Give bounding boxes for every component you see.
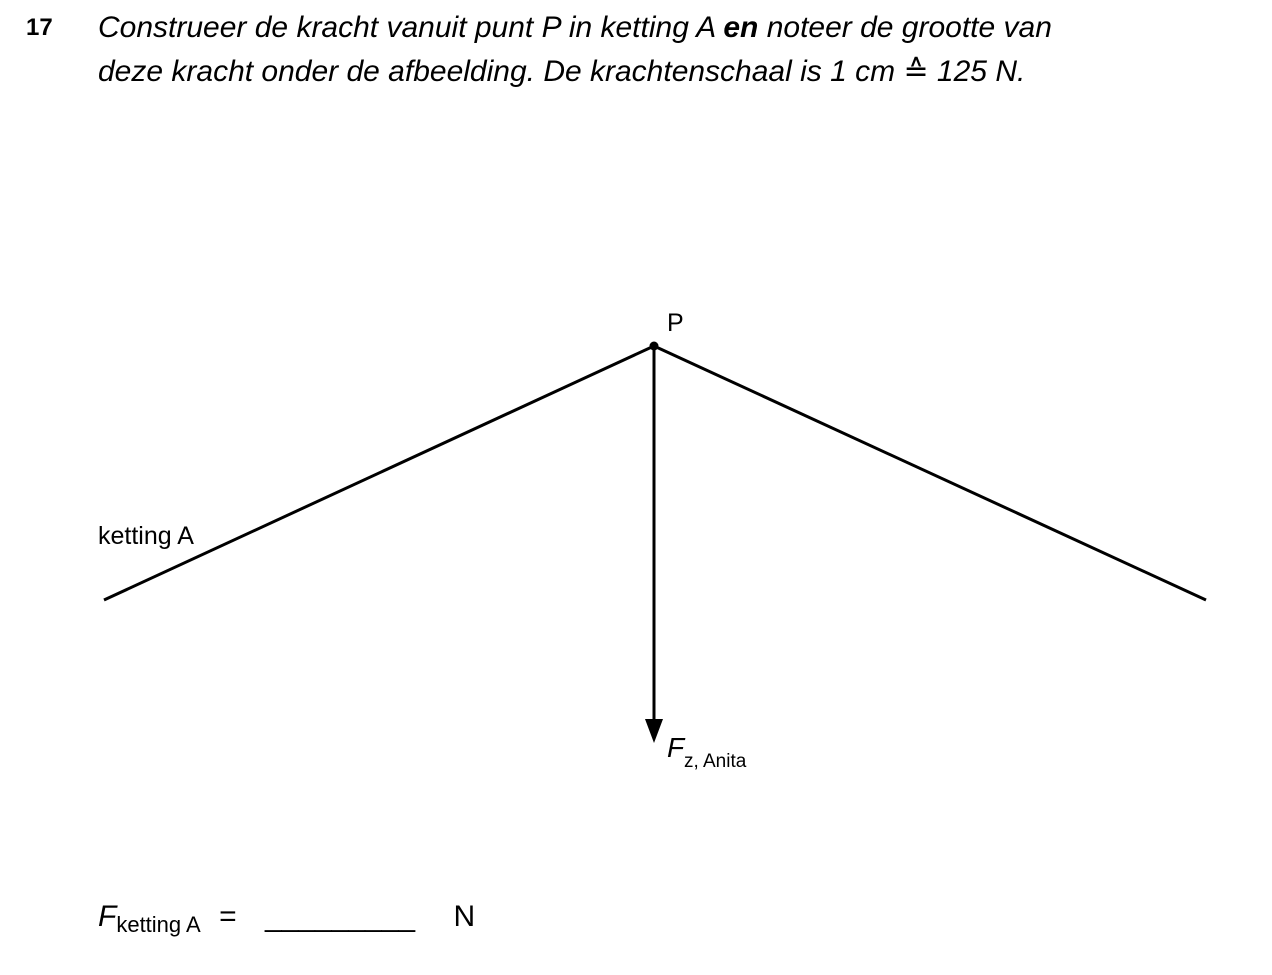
point-p-label: P <box>667 309 684 337</box>
question-emphasis: en <box>723 11 759 44</box>
answer-blank[interactable]: _________ <box>264 900 416 933</box>
chain-a-label: ketting A <box>98 522 194 550</box>
question-text: Construeer de kracht vanuit punt P in ke… <box>98 6 1258 94</box>
right-chain-line <box>653 344 1207 602</box>
gravity-force-symbol: F <box>667 732 686 763</box>
answer-equals: = <box>219 900 237 933</box>
question-line-1: Construeer de kracht vanuit punt P in ke… <box>98 6 1258 50</box>
question-line-1-end: noteer de grootte van <box>758 11 1052 44</box>
chain-a-line <box>103 344 655 602</box>
gravity-force-arrowhead <box>645 719 663 743</box>
point-p-dot <box>649 341 659 351</box>
answer-force-subscript: ketting A <box>116 912 201 937</box>
question-number: 17 <box>26 14 53 41</box>
gravity-force-label: Fz, Anita <box>667 732 747 772</box>
answer-unit: N <box>453 900 476 933</box>
question-line-2: deze kracht onder de afbeelding. De krac… <box>98 55 1026 88</box>
gravity-force-subscript: z, Anita <box>684 751 747 772</box>
answer-row: Fketting A = _________ N <box>98 900 476 937</box>
answer-force-symbol: F <box>98 900 117 933</box>
question-line-1-start: Construeer de kracht vanuit punt P in ke… <box>98 11 724 44</box>
